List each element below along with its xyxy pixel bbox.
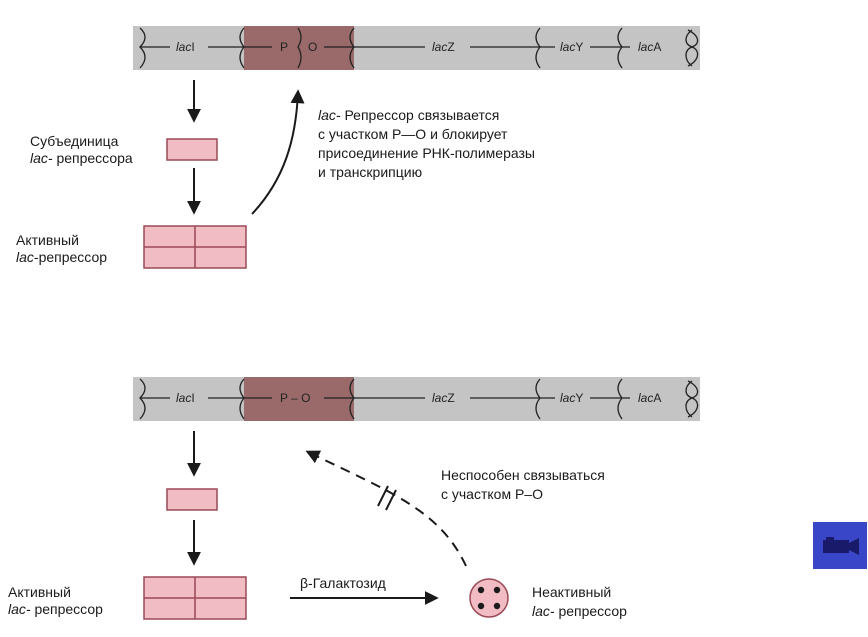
top-active-label-line1: Активный: [16, 232, 79, 248]
top-gene-laci-suffix: I: [191, 40, 194, 54]
top-note-line4: и транскрипцию: [318, 164, 423, 180]
inactive-label-line1: Неактивный: [532, 584, 612, 600]
top-gene-lacz-name: lac: [432, 40, 447, 54]
top-note-lac: lac-: [318, 107, 341, 123]
bottom-active-label-lac: lac-: [8, 601, 31, 617]
top-gene-lacy-name: lac: [560, 40, 575, 54]
top-dna-strip: lacI P O lacZ lacY lacA: [133, 26, 700, 70]
svg-text:lacA: lacA: [638, 391, 661, 405]
top-note: lac- Репрессор связывается с участком P—…: [318, 106, 535, 182]
bottom-gene-laca-suffix: A: [653, 391, 661, 405]
top-subunit-label-line1: Субъединица: [30, 133, 119, 149]
inducer-label: β-Галактозид: [300, 575, 386, 591]
top-note-line2: с участком P—O и блокирует: [318, 126, 508, 142]
top-subunit-box: [166, 138, 218, 161]
svg-text:lacZ: lacZ: [432, 391, 455, 405]
inactive-label-line2: репрессор: [554, 603, 627, 619]
svg-text:lacI: lacI: [176, 391, 195, 405]
svg-text:lacY: lacY: [560, 40, 583, 54]
svg-text:lacA: lacA: [638, 40, 661, 54]
top-note-line1: Репрессор связывается: [340, 107, 500, 123]
bottom-gene-po: P – O: [280, 391, 310, 405]
block-mark-icon: [377, 485, 397, 511]
svg-text:lacI: lacI: [176, 40, 195, 54]
top-gene-lacy-suffix: Y: [575, 40, 583, 54]
bottom-operator-region: [244, 377, 354, 421]
top-subunit-label: Субъединица lac- репрессора: [30, 133, 133, 167]
top-subunit-label-line2: репрессора: [52, 150, 133, 166]
top-gene-p: P: [280, 40, 288, 54]
bottom-gene-laci-suffix: I: [191, 391, 194, 405]
blocked-dashed-arrow: [305, 450, 467, 567]
bottom-active-label-line1: Активный: [8, 584, 71, 600]
bottom-gene-laci-name: lac: [176, 391, 191, 405]
bottom-dna-strip: lacI P – O lacZ lacY lacA: [133, 377, 700, 421]
unable-note-line2: с участком P–O: [441, 486, 543, 502]
top-active-label-lac: lac: [16, 249, 34, 265]
unable-note-line1: Неспособен связываться: [441, 467, 605, 483]
top-active-repressor-box: [143, 225, 247, 269]
top-active-label-line2: -репрессор: [33, 249, 108, 265]
inactive-label-lac: lac-: [532, 603, 555, 619]
svg-text:lacZ: lacZ: [432, 40, 455, 54]
top-note-line3: присоединение РНК-полимеразы: [318, 145, 535, 161]
bottom-gene-lacy-suffix: Y: [575, 391, 583, 405]
top-gene-o: O: [308, 40, 317, 54]
top-gene-laca-suffix: A: [653, 40, 661, 54]
video-button[interactable]: [813, 522, 867, 569]
inactive-label: Неактивный lac- репрессор: [532, 583, 627, 621]
bottom-subunit-box: [166, 488, 218, 511]
svg-text:lacY: lacY: [560, 391, 583, 405]
unable-note: Неспособен связываться с участком P–O: [441, 466, 605, 504]
bottom-gene-lacz-suffix: Z: [447, 391, 454, 405]
top-subunit-label-lac: lac-: [30, 150, 53, 166]
top-gene-lacz-suffix: Z: [447, 40, 454, 54]
top-arrow-binds-operator: [251, 89, 305, 215]
bottom-gene-lacy-name: lac: [560, 391, 575, 405]
camera-icon: [823, 537, 859, 555]
bottom-active-label-line2: репрессор: [30, 601, 103, 617]
bottom-gene-laca-name: lac: [638, 391, 653, 405]
top-active-label: Активный lac-репрессор: [16, 232, 107, 266]
top-gene-laci-name: lac: [176, 40, 191, 54]
bottom-active-repressor-box: [143, 576, 247, 620]
inactive-repressor-circle: [469, 578, 509, 618]
bottom-gene-lacz-name: lac: [432, 391, 447, 405]
bottom-active-label: Активный lac- репрессор: [8, 584, 103, 618]
top-gene-laca-name: lac: [638, 40, 653, 54]
